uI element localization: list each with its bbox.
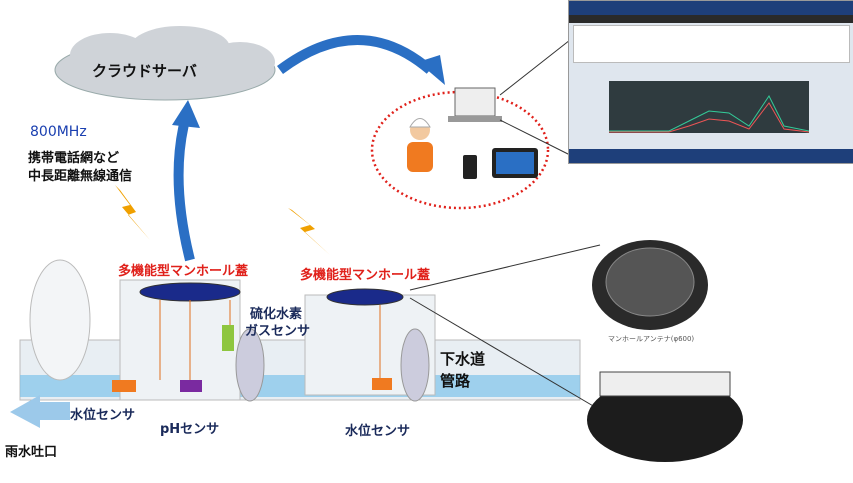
user-devices-ellipse: [370, 90, 550, 210]
sewer-pipe-label-1: 下水道: [440, 350, 486, 368]
frequency-label: 800MHz: [30, 124, 87, 140]
water-level-sensor-right-label: 水位センサ: [345, 424, 411, 439]
manhole-label-left: 多機能型マンホール蓋: [118, 264, 249, 279]
h2s-sensor-label-2: ガスセンサ: [245, 324, 311, 339]
lightning-icon: [115, 185, 150, 240]
monitoring-software-screenshot: [568, 0, 853, 164]
arrow-up-to-cloud: [173, 118, 195, 262]
sensor-chart-thumbnail: [609, 81, 809, 133]
cloud-server-label: クラウドサーバ: [92, 62, 197, 80]
rainwater-outlet-label: 雨水吐口: [5, 445, 58, 460]
h2s-sensor-label-1: 硫化水素: [250, 307, 303, 322]
antenna-caption: マンホールアンテナ(φ600): [608, 335, 695, 343]
ph-sensor-label: pHセンサ: [160, 422, 220, 437]
sewer-pipe-label-2: 管路: [440, 372, 471, 390]
network-line2: 中長距離無線通信: [28, 169, 133, 184]
lightning-icon: [288, 208, 330, 255]
water-level-sensor-left-label: 水位センサ: [70, 408, 136, 423]
outlet-arrow: [10, 395, 70, 428]
manhole-label-right: 多機能型マンホール蓋: [300, 268, 431, 283]
network-line1: 携帯電話網など: [28, 151, 120, 166]
arrow-cloud-to-laptop: [277, 35, 434, 75]
cloud-shape: [54, 26, 276, 101]
